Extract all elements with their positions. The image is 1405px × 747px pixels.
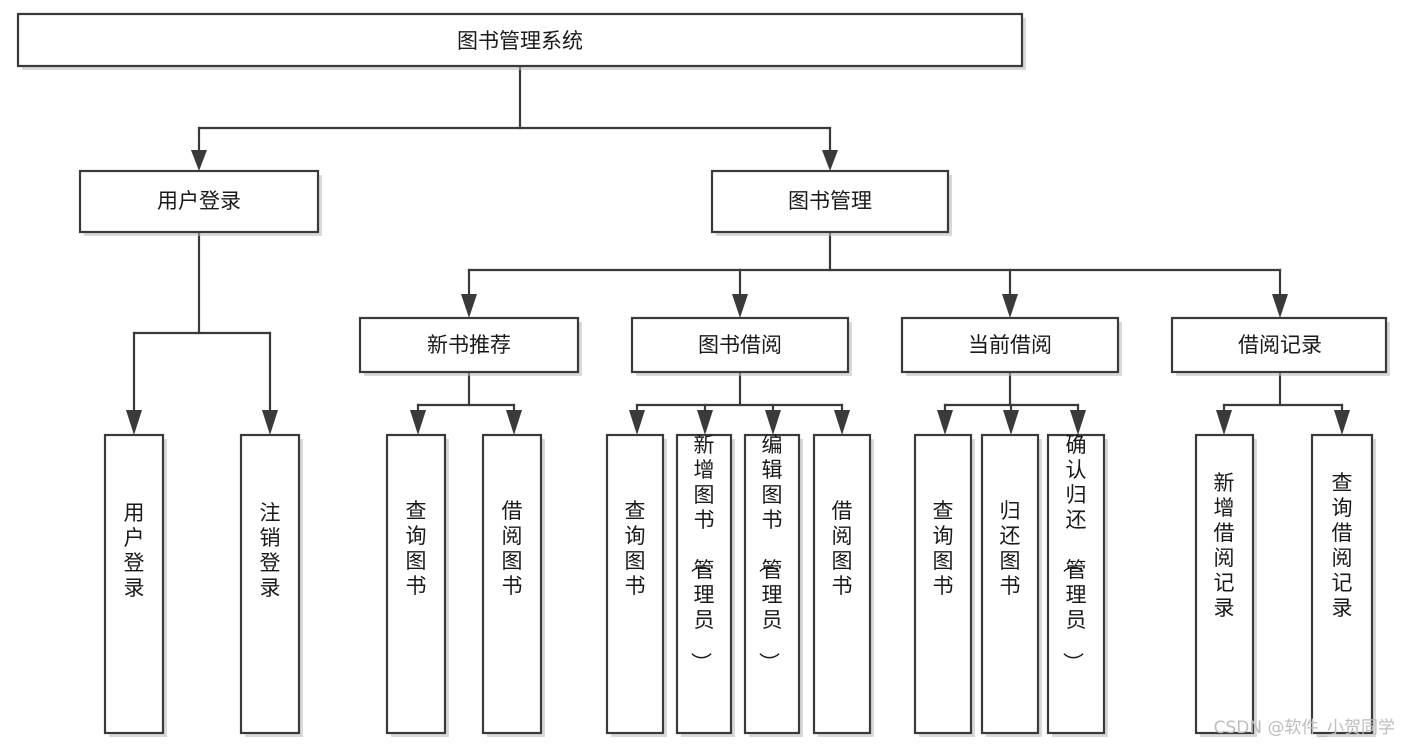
leaf-borrow-record-1-box[interactable] (1194, 433, 1255, 735)
leaf-new-book-2-label: 借阅图书 (502, 499, 523, 598)
leaf-new-book-2-box[interactable] (481, 433, 543, 735)
leaf-borrow-record-1-label: 新增借阅记录 (1214, 471, 1235, 620)
leaf-book-borrow-4-box[interactable] (812, 433, 872, 735)
leaf-book-borrow-2-box[interactable] (675, 433, 733, 735)
arrow-head-currentborrow-leaf-1 (937, 410, 953, 435)
leaf-new-book-2[interactable]: 借阅图书 (481, 433, 545, 737)
csdn-watermark: CSDN @软件_小贺同学 (1214, 718, 1395, 738)
leaf-user-login-1-label: 用户登录 (124, 501, 145, 600)
arrow-head-currentborrow-leaf-2 (1003, 410, 1019, 435)
arrow-head-bookborrow-leaf-4 (834, 410, 850, 435)
leaf-user-login-1[interactable]: 用户登录 (103, 433, 167, 737)
leaf-current-borrow-3-label: 确认归还（管理员） (1061, 433, 1087, 673)
leaf-user-login-1-box[interactable] (103, 433, 165, 735)
node-borrow-record-box[interactable] (1170, 316, 1388, 374)
leaf-book-borrow-1-label: 查询图书 (625, 499, 646, 598)
node-user-login-label: 用户登录 (157, 189, 241, 213)
leaf-book-borrow-2[interactable]: 新增图书（管理员） (675, 433, 735, 737)
node-book-management-label: 图书管理 (788, 189, 872, 213)
leaf-new-book-1-box[interactable] (385, 433, 447, 735)
arrow-head-book-borrow (732, 294, 748, 318)
leaf-book-borrow-3-label: 编辑图书（管理员） (757, 433, 783, 673)
leaf-borrow-record-2-box[interactable] (1310, 433, 1374, 735)
leaf-user-login-2-box[interactable] (239, 433, 301, 735)
node-borrow-record[interactable]: 借阅记录 (1170, 316, 1390, 376)
arrow-head-newbook-leaf-1 (410, 410, 426, 435)
leaf-borrow-record-1[interactable]: 新增借阅记录 (1194, 433, 1257, 737)
leaf-user-login-2-label: 注销登录 (260, 501, 281, 600)
leaf-current-borrow-2-label: 归还图书 (1000, 499, 1021, 598)
node-book-borrow-box[interactable] (630, 316, 850, 374)
leaf-book-borrow-1[interactable]: 查询图书 (605, 433, 667, 737)
node-user-login[interactable]: 用户登录 (78, 169, 322, 236)
leaf-book-borrow-1-box[interactable] (605, 433, 665, 735)
node-book-management-box[interactable] (710, 169, 950, 234)
arrow-head-bookborrow-leaf-1 (629, 410, 645, 435)
node-current-borrow-box[interactable] (900, 316, 1120, 374)
leaf-current-borrow-2[interactable]: 归还图书 (980, 433, 1042, 737)
leaf-book-borrow-3-box[interactable] (743, 433, 801, 735)
leaf-borrow-record-2-label: 查询借阅记录 (1332, 471, 1353, 620)
arrow-head-borrow-record (1272, 294, 1288, 318)
node-new-book-recommend[interactable]: 新书推荐 (358, 316, 582, 376)
node-current-borrow[interactable]: 当前借阅 (900, 316, 1122, 376)
arrow-head-new-book (461, 294, 477, 318)
node-root[interactable]: 图书管理系统 (16, 12, 1026, 70)
leaf-current-borrow-1-box[interactable] (913, 433, 973, 735)
leaf-user-login-2[interactable]: 注销登录 (239, 433, 303, 737)
leaf-current-borrow-2-box[interactable] (980, 433, 1040, 735)
leaf-new-book-1[interactable]: 查询图书 (385, 433, 449, 737)
arrow-head-user-login (191, 150, 207, 171)
node-root-box[interactable] (16, 12, 1024, 68)
node-book-borrow-label: 图书借阅 (698, 333, 782, 357)
leaf-current-borrow-3-box[interactable] (1046, 433, 1106, 735)
leaf-current-borrow-1-label: 查询图书 (933, 499, 954, 598)
leaf-current-borrow-3[interactable]: 确认归还（管理员） (1046, 433, 1108, 737)
arrow-head-borrowrecord-leaf-2 (1334, 410, 1350, 435)
node-new-book-recommend-label: 新书推荐 (427, 333, 511, 357)
arrow-head-currentborrow-leaf-3 (1070, 410, 1086, 435)
leaf-book-borrow-3[interactable]: 编辑图书（管理员） (743, 433, 803, 737)
arrow-head-book-mgmt (822, 150, 838, 171)
leaf-borrow-record-2[interactable]: 查询借阅记录 (1310, 433, 1376, 737)
leaf-book-borrow-4-label: 借阅图书 (832, 499, 853, 598)
arrow-head-userlogin-leaf-1 (126, 410, 142, 435)
leaf-new-book-1-label: 查询图书 (406, 499, 427, 598)
arrow-head-current-borrow (1002, 294, 1018, 318)
leaf-current-borrow-1[interactable]: 查询图书 (913, 433, 975, 737)
node-root-label: 图书管理系统 (457, 29, 583, 53)
node-new-book-recommend-box[interactable] (358, 316, 580, 374)
node-user-login-box[interactable] (78, 169, 320, 234)
arrow-head-borrowrecord-leaf-1 (1216, 410, 1232, 435)
arrow-head-newbook-leaf-2 (506, 410, 522, 435)
connector-layer (126, 64, 1350, 435)
node-book-borrow[interactable]: 图书借阅 (630, 316, 852, 376)
leaf-book-borrow-2-label: 新增图书（管理员） (689, 433, 715, 673)
arrow-head-userlogin-leaf-2 (262, 410, 278, 435)
node-book-management[interactable]: 图书管理 (710, 169, 952, 236)
arrow-head-bookborrow-leaf-2 (697, 410, 713, 435)
node-current-borrow-label: 当前借阅 (968, 333, 1052, 357)
leaf-book-borrow-4[interactable]: 借阅图书 (812, 433, 874, 737)
node-borrow-record-label: 借阅记录 (1238, 333, 1322, 357)
arrow-head-bookborrow-leaf-3 (765, 410, 781, 435)
